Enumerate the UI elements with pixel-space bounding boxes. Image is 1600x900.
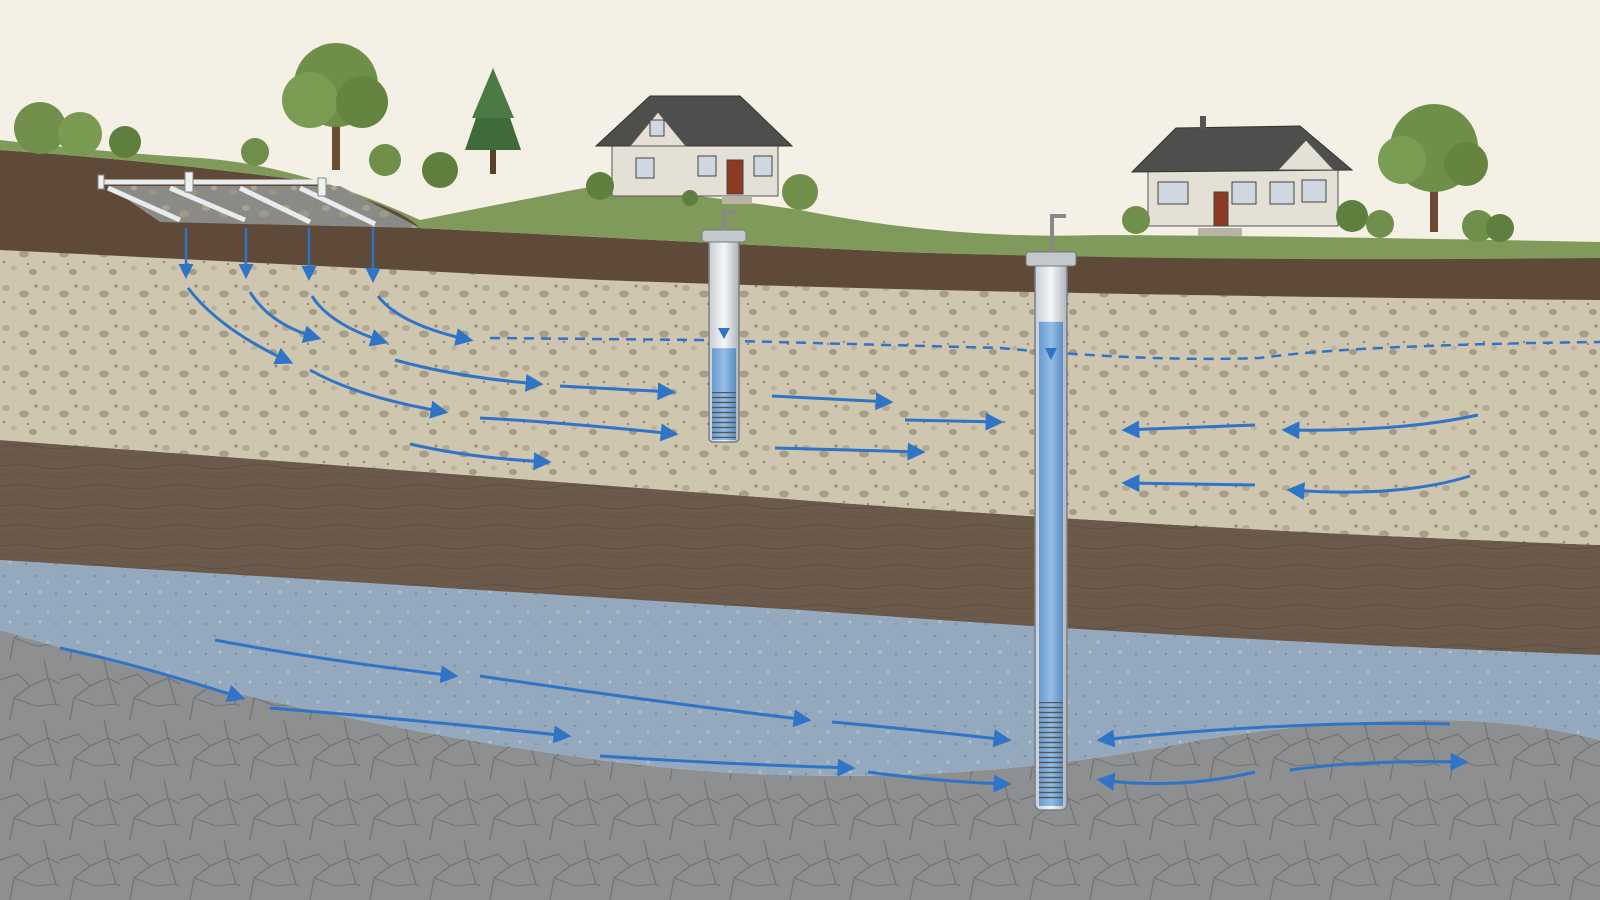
clay-texture [0, 440, 1600, 655]
shallow-flow-arrows [186, 287, 1479, 501]
water-level-marker [718, 328, 730, 339]
flow-arrow [479, 674, 812, 728]
bedrock-texture [0, 630, 1600, 900]
flow-arrow [248, 291, 322, 343]
well-pump-pipe [1050, 214, 1066, 252]
flow-arrow [409, 442, 552, 471]
flow-arrow [1289, 752, 1469, 772]
septic-drain-field [97, 171, 420, 228]
flow-arrow [774, 442, 926, 461]
house-left [586, 95, 818, 210]
topsoil-layer [0, 150, 1600, 300]
flow-arrow [1096, 770, 1256, 791]
tree-right [1378, 104, 1514, 242]
flow-arrow [59, 646, 246, 703]
flow-arrow [214, 638, 459, 684]
flow-arrow [559, 382, 676, 401]
flow-arrow [1121, 420, 1256, 439]
flow-arrow [867, 770, 1012, 793]
septic-seepage-arrows [178, 228, 381, 283]
flow-arrow [309, 368, 449, 419]
flow-arrow [904, 412, 1004, 431]
shallow-well [701, 210, 747, 443]
flow-arrow [310, 295, 389, 347]
water-table-dashed-line [489, 336, 1600, 361]
flow-arrow [771, 392, 894, 411]
house-right [1122, 116, 1394, 238]
tree-left [282, 43, 388, 170]
well-screen [1039, 702, 1063, 800]
flow-arrow [1281, 413, 1479, 440]
flow-arrow [376, 295, 474, 346]
flow-arrow [269, 706, 572, 744]
flow-arrow [1286, 474, 1471, 501]
flow-arrow [1121, 474, 1256, 493]
water-level-marker [1045, 348, 1057, 360]
flow-arrow [479, 416, 679, 442]
deep-flow-arrows [59, 638, 1469, 793]
well-screen [712, 392, 736, 438]
well-cap [1025, 251, 1077, 267]
deep-well [1025, 214, 1077, 811]
vent-pipe [184, 171, 194, 193]
flow-arrow [394, 358, 544, 392]
flow-arrow [831, 720, 1012, 748]
flow-arrow [1096, 721, 1451, 748]
flow-arrow [599, 754, 856, 777]
grass-surface [0, 140, 1600, 260]
flow-arrow [186, 287, 294, 365]
pine-tree [465, 68, 521, 174]
well-cap [701, 229, 747, 243]
confined-aquifer-texture [0, 560, 1600, 776]
well-pump-pipe [722, 210, 736, 230]
vent-pipe [317, 177, 327, 197]
shrub-row [14, 102, 458, 188]
